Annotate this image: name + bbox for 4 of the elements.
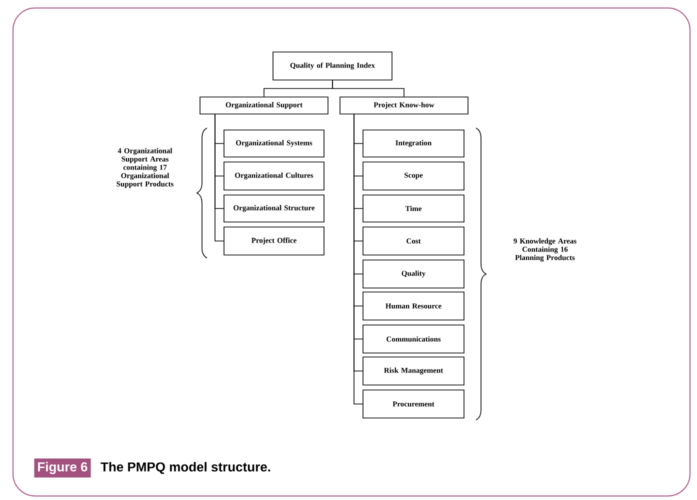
caption: The PMPQ model structure. xyxy=(100,462,270,474)
figure-badge: Figure 6 xyxy=(34,458,91,478)
connector-line xyxy=(214,114,224,242)
connector-line xyxy=(332,80,404,97)
